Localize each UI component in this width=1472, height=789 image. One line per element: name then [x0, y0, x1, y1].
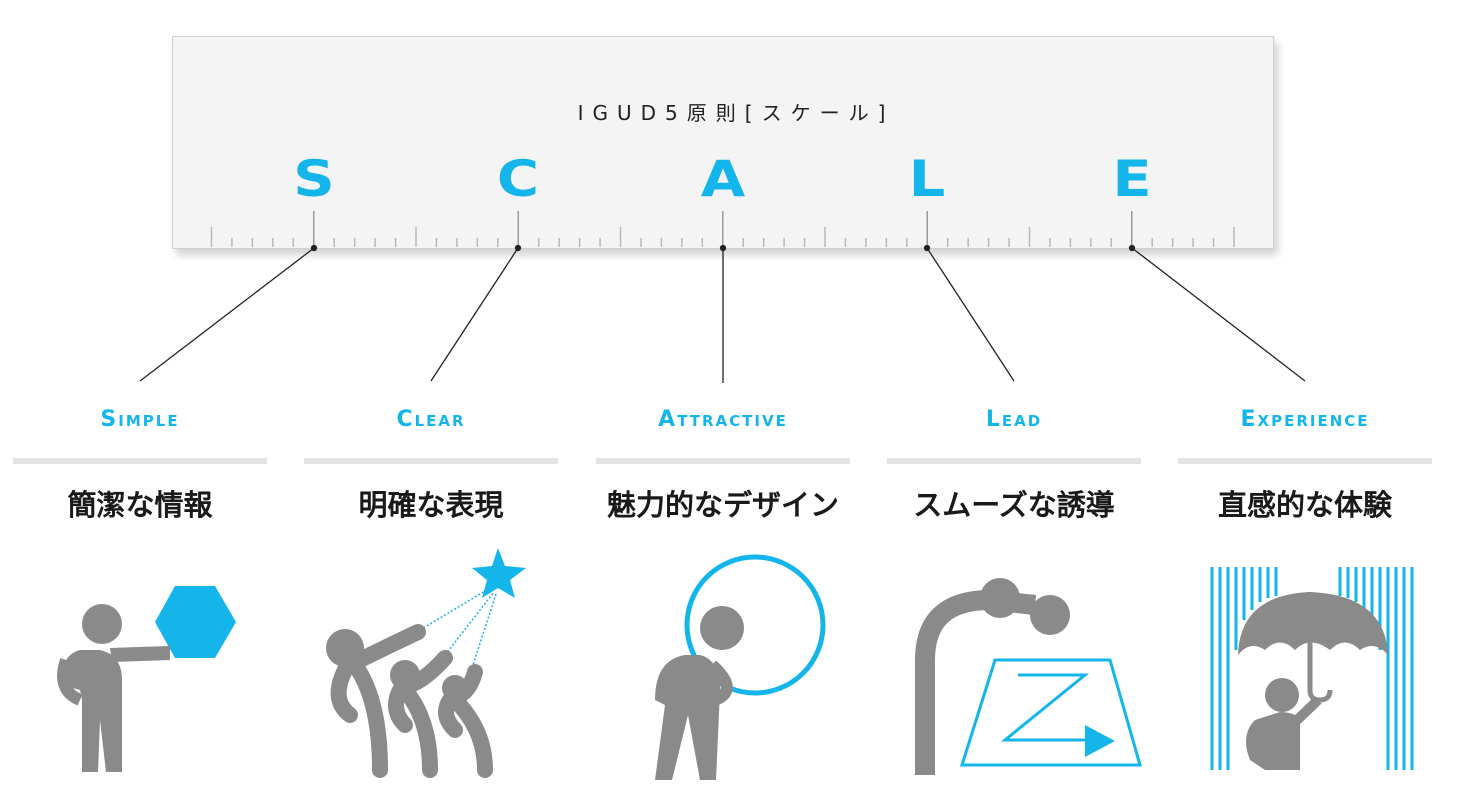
principle-lead: Lead スムーズな誘導	[887, 400, 1141, 524]
principle-simple: Simple 簡潔な情報	[13, 400, 267, 524]
person-guiding-z-path-icon	[915, 578, 1142, 775]
divider	[13, 458, 267, 464]
divider	[596, 458, 850, 464]
principle-experience: Experience 直感的な体験	[1178, 400, 1432, 524]
ruler-letter-l: L	[908, 150, 946, 208]
principle-name: Simple	[100, 407, 180, 432]
ruler-letter-s: S	[293, 150, 335, 208]
principle-description: 魅力的なデザイン	[606, 488, 839, 522]
principle-description: 明確な表現	[358, 488, 504, 522]
divider	[887, 458, 1141, 464]
ruler-letter-a: A	[700, 150, 746, 208]
connector-clear	[430, 247, 519, 382]
person-with-circle-icon	[655, 554, 826, 780]
principle-clear: Clear 明確な表現	[304, 400, 558, 524]
ruler-ticks	[210, 211, 1235, 247]
person-holding-hexagon-icon	[57, 586, 236, 772]
people-pointing-at-star-icon	[326, 548, 526, 778]
principle-description: スムーズな誘導	[913, 488, 1115, 522]
connector-simple	[139, 247, 315, 382]
connector-lead	[926, 247, 1015, 382]
divider	[304, 458, 558, 464]
principle-description: 直感的な体験	[1217, 488, 1392, 522]
principle-name: Clear	[396, 407, 466, 432]
ruler-letter-e: E	[1112, 150, 1152, 208]
diagram-title: IGUD5原則[スケール]	[577, 101, 895, 125]
ruler-letter-c: C	[496, 150, 540, 208]
divider	[1178, 458, 1432, 464]
principle-description: 簡潔な情報	[67, 488, 213, 522]
principle-name: Lead	[985, 407, 1043, 432]
connector-lines	[139, 244, 1306, 383]
principle-name: Attractive	[658, 407, 788, 432]
principle-name: Experience	[1240, 407, 1370, 432]
connector-experience	[1131, 247, 1306, 382]
principle-attractive: Attractive 魅力的なデザイン	[596, 400, 850, 524]
person-under-umbrella-icon	[1210, 567, 1414, 770]
